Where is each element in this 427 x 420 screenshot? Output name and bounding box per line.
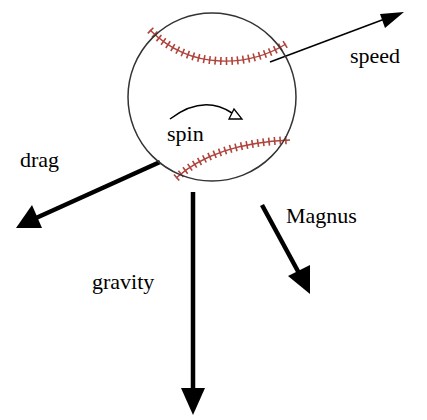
- seam-line: [150, 30, 286, 61]
- baseball-seams: [150, 30, 290, 178]
- magnus-arrowhead: [288, 265, 310, 294]
- ball-circle: [128, 13, 296, 181]
- gravity-arrowhead: [181, 388, 205, 415]
- baseball-ball: spin: [127, 12, 297, 182]
- speed-arrowhead: [380, 12, 404, 28]
- spin-label: spin: [167, 122, 204, 146]
- force-label: speed: [350, 44, 400, 68]
- force-label: Magnus: [286, 204, 357, 228]
- gravity-arrow: [191, 192, 196, 392]
- spin-arrow: [170, 105, 232, 119]
- seam-stitches: [150, 30, 286, 61]
- force-label: drag: [20, 148, 59, 172]
- force-label: gravity: [92, 270, 154, 294]
- drag-arrowhead: [16, 205, 42, 228]
- ball-outline: [127, 12, 297, 182]
- spin-arrowhead: [229, 109, 242, 119]
